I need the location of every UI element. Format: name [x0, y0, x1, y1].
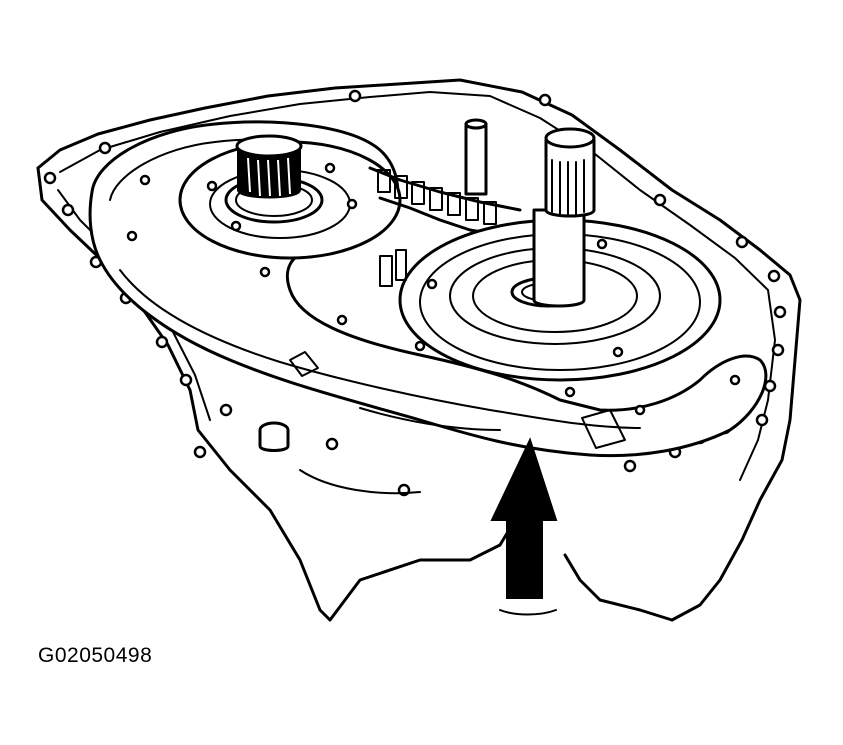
- output-shaft: [532, 127, 596, 308]
- indicator-arrow: [490, 437, 558, 616]
- figure-id-caption: G02050498: [38, 644, 153, 667]
- case-details: [258, 249, 501, 495]
- dowel-pin: [464, 118, 488, 196]
- input-shaft: [235, 134, 303, 199]
- flange-bolt-holes: [43, 89, 787, 497]
